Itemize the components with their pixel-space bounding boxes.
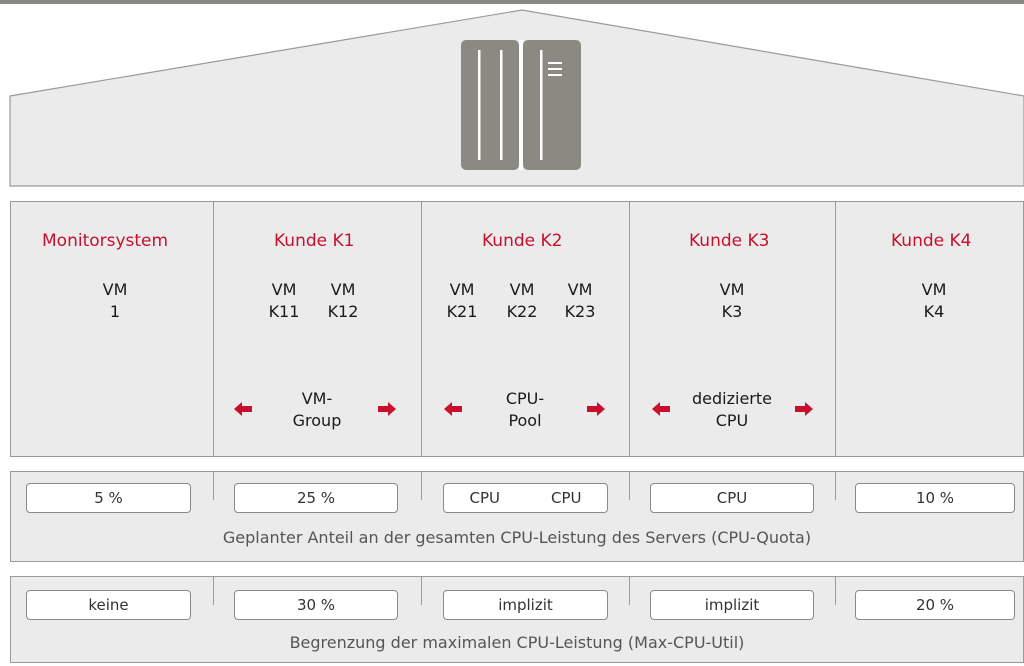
red-arrow-left-icon [234, 402, 252, 416]
server-roof [9, 9, 1024, 187]
column-divider [835, 472, 836, 500]
customer-title-k1: Kunde K1 [274, 231, 355, 251]
customer-title-k4: Kunde K4 [891, 231, 972, 251]
group-caption-vm-group: VM-Group [292, 389, 342, 430]
column-divider [835, 577, 836, 605]
column-divider [421, 202, 422, 456]
max-util-value-k2: implizit [443, 590, 608, 620]
column-divider [629, 472, 630, 500]
customer-title-k3: Kunde K3 [689, 231, 770, 251]
server-rack-icon [461, 40, 581, 170]
customer-band [10, 201, 1024, 457]
column-divider [213, 202, 214, 456]
max-util-value-k1: 30 % [234, 590, 398, 620]
column-divider [629, 202, 630, 456]
column-divider [421, 577, 422, 605]
column-divider [835, 202, 836, 456]
max-util-value-k3: implizit [650, 590, 814, 620]
group-caption-cpu-pool: CPU-Pool [505, 389, 545, 430]
column-divider [213, 577, 214, 605]
column-divider [629, 577, 630, 605]
red-arrow-right-icon [378, 402, 396, 416]
quota-value-k1: 25 % [234, 483, 398, 513]
column-divider [213, 472, 214, 500]
quota-value-k3: CPU [650, 483, 814, 513]
red-arrow-left-icon [444, 402, 462, 416]
column-divider [421, 472, 422, 500]
red-arrow-left-icon [652, 402, 670, 416]
customer-title-monitorsystem: Monitorsystem [42, 231, 169, 251]
cpu-quota-label: Geplanter Anteil an der gesamten CPU-Lei… [222, 528, 812, 547]
quota-value-monitorsystem: 5 % [26, 483, 191, 513]
max-util-value-monitorsystem: keine [26, 590, 191, 620]
top-rule [0, 0, 1024, 4]
max-cpu-util-label: Begrenzung der maximalen CPU-Leistung (M… [289, 633, 745, 652]
red-arrow-right-icon [587, 402, 605, 416]
customer-title-k2: Kunde K2 [482, 231, 563, 251]
quota-value-k4: 10 % [855, 483, 1015, 513]
max-util-value-k4: 20 % [855, 590, 1015, 620]
red-arrow-right-icon [795, 402, 813, 416]
